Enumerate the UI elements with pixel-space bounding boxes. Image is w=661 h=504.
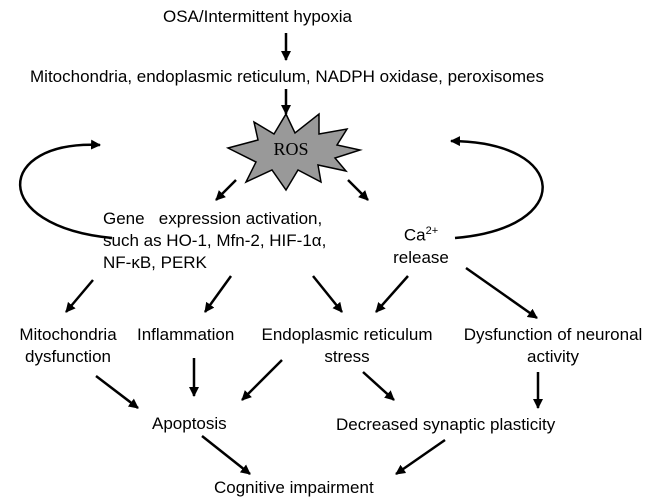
- arrow-gene-to-mito: [65, 279, 94, 313]
- arrow-ros-to-gene: [215, 179, 237, 201]
- neuro-line-1: Dysfunction of neuronal: [463, 325, 643, 344]
- node-decreased-synaptic-plasticity: Decreased synaptic plasticity: [336, 415, 556, 434]
- ros-starburst: ROS: [225, 112, 363, 192]
- arrow-er-to-synaptic: [362, 371, 395, 401]
- node-gene-expression-activation: Gene expression activation, such as HO-1…: [103, 208, 326, 274]
- mito-line-2: dysfunction: [25, 347, 111, 366]
- node-apoptosis: Apoptosis: [152, 414, 227, 433]
- arrow-mito-to-apoptosis: [95, 375, 139, 409]
- node-inflammation: Inflammation: [137, 325, 235, 344]
- arrow-ca-to-neuro: [465, 266, 538, 320]
- mito-line-1: Mitochondria: [19, 325, 117, 344]
- arrow-synaptic-to-cognitive: [395, 438, 446, 476]
- node-er-stress: Endoplasmic reticulum stress: [250, 324, 444, 368]
- arrow-apoptosis-to-cognitive: [201, 435, 251, 475]
- node-cognitive-impairment: Cognitive impairment: [214, 478, 374, 497]
- ca-release-label: release: [393, 247, 449, 267]
- arrow-ros-to-ca: [347, 179, 369, 201]
- arrow-ca-to-er: [375, 275, 409, 313]
- er-line-2: stress: [324, 347, 370, 366]
- node-osa-intermittent-hypoxia: OSA/Intermittent hypoxia: [163, 7, 352, 26]
- arrow-gene-to-er: [312, 275, 343, 313]
- gene-line-2: such as HO-1, Mfn-2, HIF-1α,: [103, 231, 327, 250]
- node-neuronal-activity-dysfunction: Dysfunction of neuronal activity: [450, 324, 656, 368]
- arrow-loop-ca-to-ros: [450, 136, 544, 240]
- arrow-gene-to-inflammation: [203, 275, 233, 313]
- er-line-1: Endoplasmic reticulum: [261, 325, 433, 344]
- ca-label: Ca2+: [386, 220, 456, 247]
- ca-base: Ca: [403, 225, 426, 245]
- arrow-er-to-apoptosis: [241, 359, 283, 401]
- gene-line-1: Gene expression activation,: [103, 209, 323, 228]
- neuro-line-2: activity: [527, 347, 579, 366]
- node-mitochondria-dysfunction: Mitochondria dysfunction: [8, 324, 128, 368]
- ros-label: ROS: [273, 139, 308, 159]
- node-ca-release: Ca2+ release: [386, 220, 456, 269]
- gene-line-3: NF-κB, PERK: [103, 253, 207, 272]
- node-ros-sources: Mitochondria, endoplasmic reticulum, NAD…: [30, 67, 544, 86]
- ca-superscript: 2+: [425, 225, 439, 237]
- arrow-loop-gene-to-ros: [18, 139, 113, 240]
